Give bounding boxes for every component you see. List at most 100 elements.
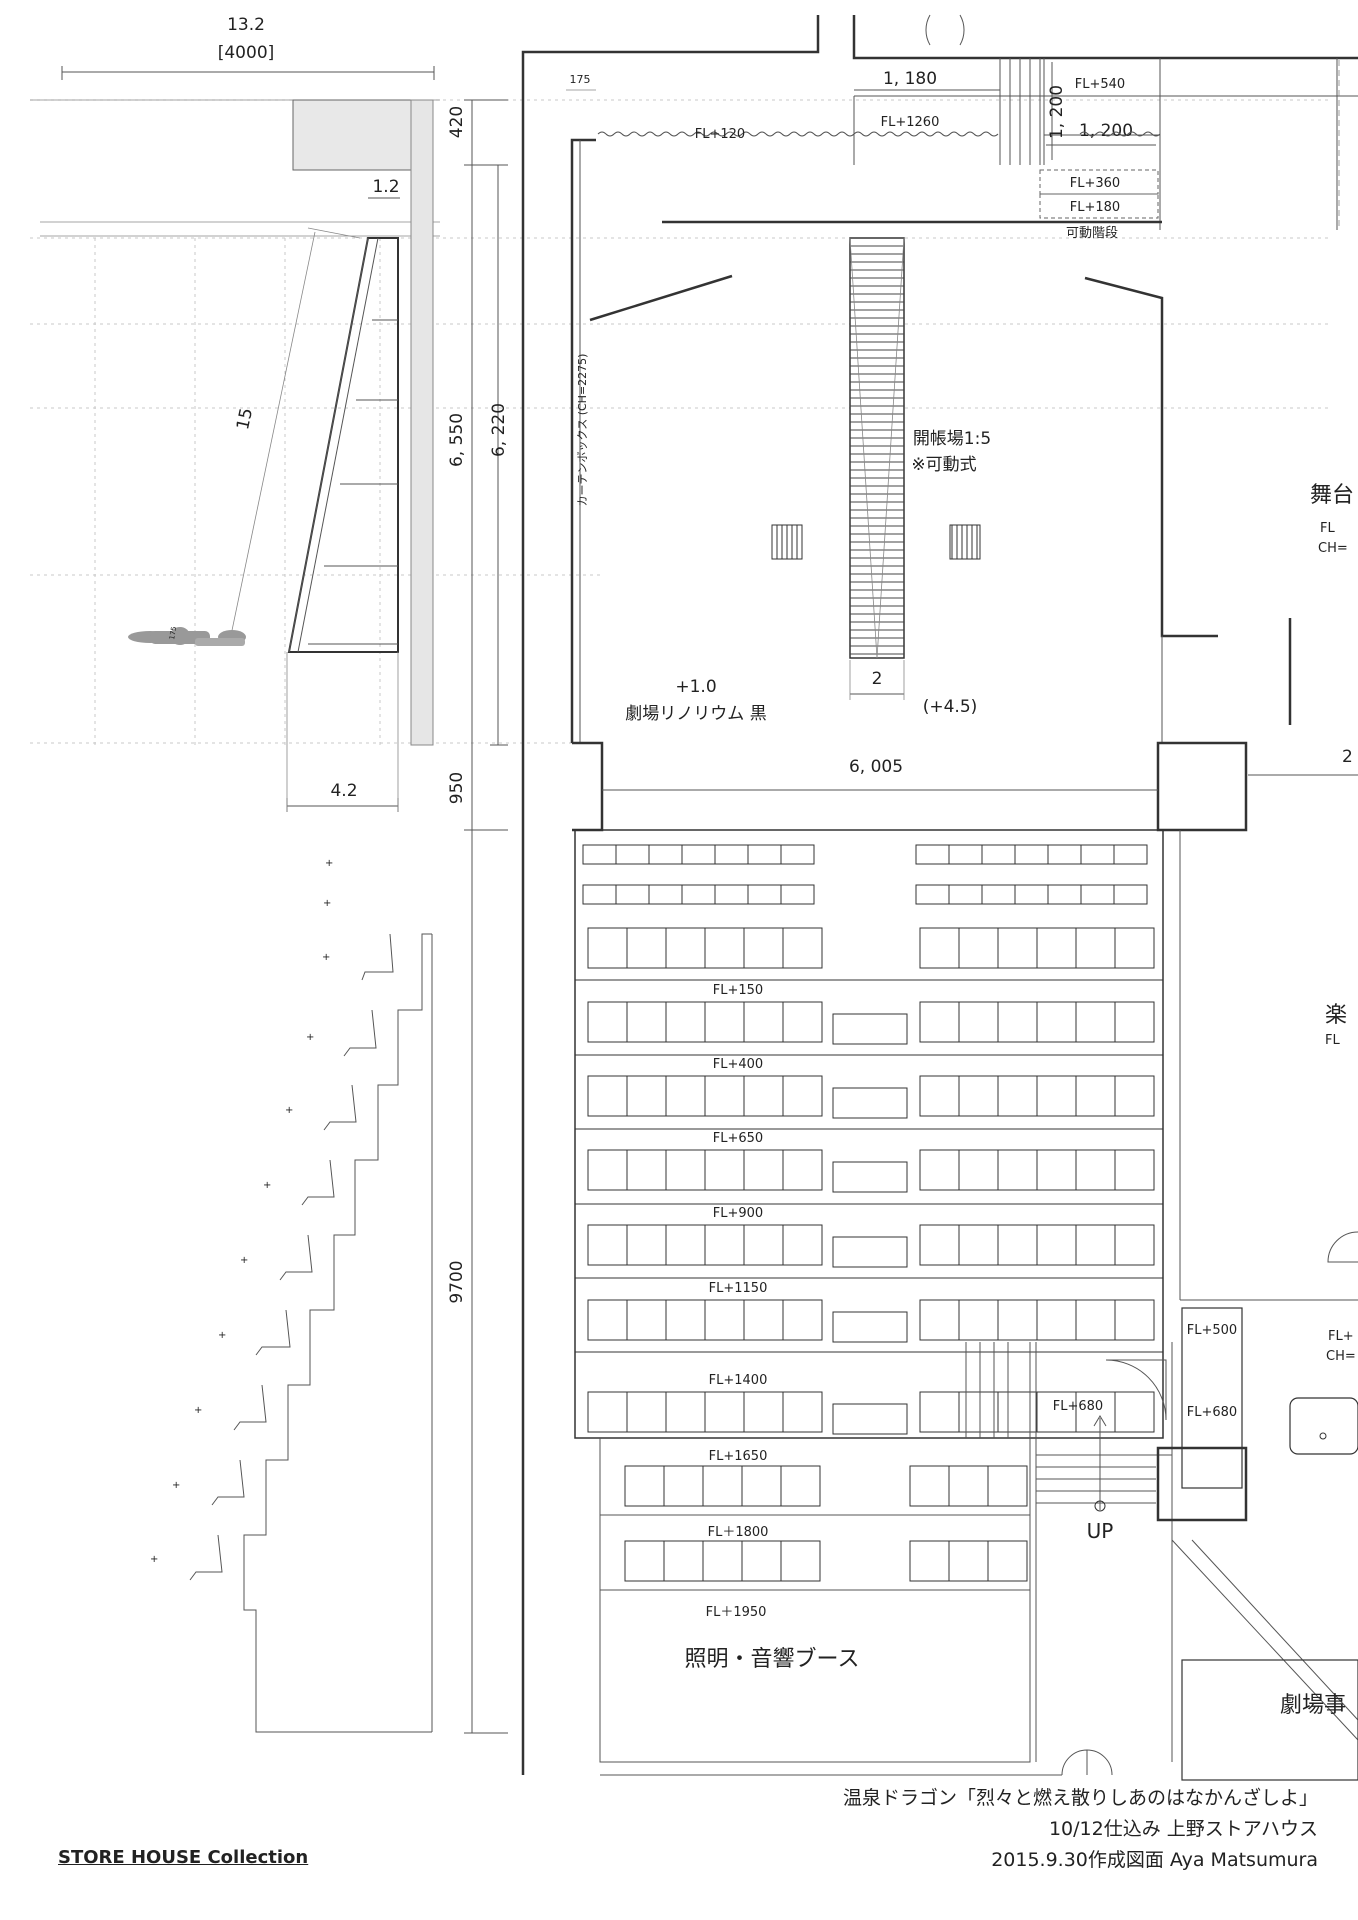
seat (958, 1391, 999, 1433)
seat (626, 1299, 667, 1341)
vertical-dimensions: 420 6, 550 6, 220 950 9700 (447, 99, 509, 1734)
seat (1114, 1299, 1155, 1341)
seat (663, 1465, 704, 1507)
front-seat (747, 844, 782, 865)
seat (741, 1465, 782, 1507)
ramp-label: 開帳場1:5 (913, 429, 991, 449)
front-seat (780, 844, 815, 865)
fl-180: FL+180 (1070, 200, 1120, 215)
dim-1180: 1, 180 (883, 69, 937, 89)
stage-right-ch: CH= (1318, 541, 1348, 556)
drawing-title: 温泉ドラゴン「烈々と燃え散りしあのはなかんざしよ」 (842, 1787, 1318, 1809)
base-width-label: 4.2 (330, 781, 357, 801)
seat (1075, 1224, 1116, 1266)
seat (626, 927, 667, 969)
ramp-width-label: 2 (872, 669, 883, 689)
seat (782, 1001, 823, 1043)
seat (743, 1224, 784, 1266)
dim-420: 420 (447, 106, 467, 138)
stage-right-fl: FL (1320, 521, 1335, 536)
row-level-4: FL+1150 (709, 1281, 768, 1296)
seat (782, 927, 823, 969)
seat (663, 1540, 704, 1582)
seat (919, 1149, 960, 1191)
seat (626, 1075, 667, 1117)
seat (958, 927, 999, 969)
ramp-height-label: (+4.5) (923, 697, 978, 717)
office-label: 劇場事 (1280, 1693, 1346, 1718)
svg-text:+: + (218, 1330, 226, 1341)
stage-width-label: 6, 005 (849, 757, 903, 777)
booth-level-label: FL＋1950 (706, 1605, 767, 1620)
section-width-label: 13.2 (227, 15, 265, 35)
seat (958, 1001, 999, 1043)
aisle-step (832, 1311, 908, 1343)
seat (704, 1299, 745, 1341)
fl-540: FL+540 (1075, 77, 1125, 92)
front-seat (681, 884, 716, 905)
seat (997, 927, 1038, 969)
aisle-step (832, 1013, 908, 1045)
seat (665, 1391, 706, 1433)
seat (909, 1540, 950, 1582)
section-width-mm-label: [4000] (218, 43, 275, 63)
front-seat (615, 884, 650, 905)
seat (997, 1224, 1038, 1266)
front-seat (714, 884, 749, 905)
seat (919, 1391, 960, 1433)
ch-right-label: CH= (1326, 1349, 1356, 1364)
seat (782, 1391, 823, 1433)
section-view: 13.2 [4000] 1.2 15 175 (30, 15, 440, 1733)
slope-length-label: 15 (233, 406, 257, 431)
collection-credit: STORE HOUSE Collection (58, 1847, 309, 1868)
seat (997, 1001, 1038, 1043)
green-room-fl: FL (1325, 1033, 1340, 1048)
dim-6550: 6, 550 (447, 413, 467, 467)
svg-text:+: + (323, 898, 331, 909)
seat (1036, 927, 1077, 969)
booth-label: 照明・音響ブース (685, 1647, 860, 1672)
front-seat (948, 844, 983, 865)
front-seat (1113, 884, 1148, 905)
seat (782, 1149, 823, 1191)
seat (780, 1465, 821, 1507)
seat (704, 1224, 745, 1266)
drafting-grid (30, 99, 1330, 745)
green-room-label: 楽 (1325, 1003, 1347, 1028)
seat (1114, 1001, 1155, 1043)
curtain-line (597, 131, 999, 137)
seat (919, 927, 960, 969)
front-seat (1047, 844, 1082, 865)
seat (1114, 1149, 1155, 1191)
seat (987, 1540, 1028, 1582)
seat (919, 1224, 960, 1266)
seat (958, 1224, 999, 1266)
row-level-labels: FL+150 FL+400 FL+650 FL+900 FL+1150 FL+1… (708, 983, 769, 1540)
front-seat (915, 844, 950, 865)
seat (626, 1001, 667, 1043)
seat (909, 1465, 950, 1507)
seat (624, 1465, 665, 1507)
fl-120: FL+120 (695, 127, 745, 142)
dim-9700: 9700 (447, 1260, 467, 1303)
seat (1075, 1001, 1116, 1043)
front-seat (582, 884, 617, 905)
seat (1036, 1149, 1077, 1191)
front-seat (1080, 844, 1115, 865)
fl-680-corridor: FL+680 (1053, 1399, 1103, 1414)
top-offset-label: 1.2 (372, 177, 399, 197)
front-seat (747, 884, 782, 905)
fl-right-label: FL+ (1328, 1329, 1354, 1344)
front-seat (615, 844, 650, 865)
seat (665, 927, 706, 969)
svg-text:+: + (240, 1255, 248, 1266)
seat (997, 1299, 1038, 1341)
front-seat (648, 884, 683, 905)
seat (1036, 1224, 1077, 1266)
front-seat (1014, 844, 1049, 865)
seat (624, 1540, 665, 1582)
svg-text:+: + (150, 1554, 158, 1565)
seat (919, 1075, 960, 1117)
seat (626, 1224, 667, 1266)
seat (1114, 1391, 1155, 1433)
